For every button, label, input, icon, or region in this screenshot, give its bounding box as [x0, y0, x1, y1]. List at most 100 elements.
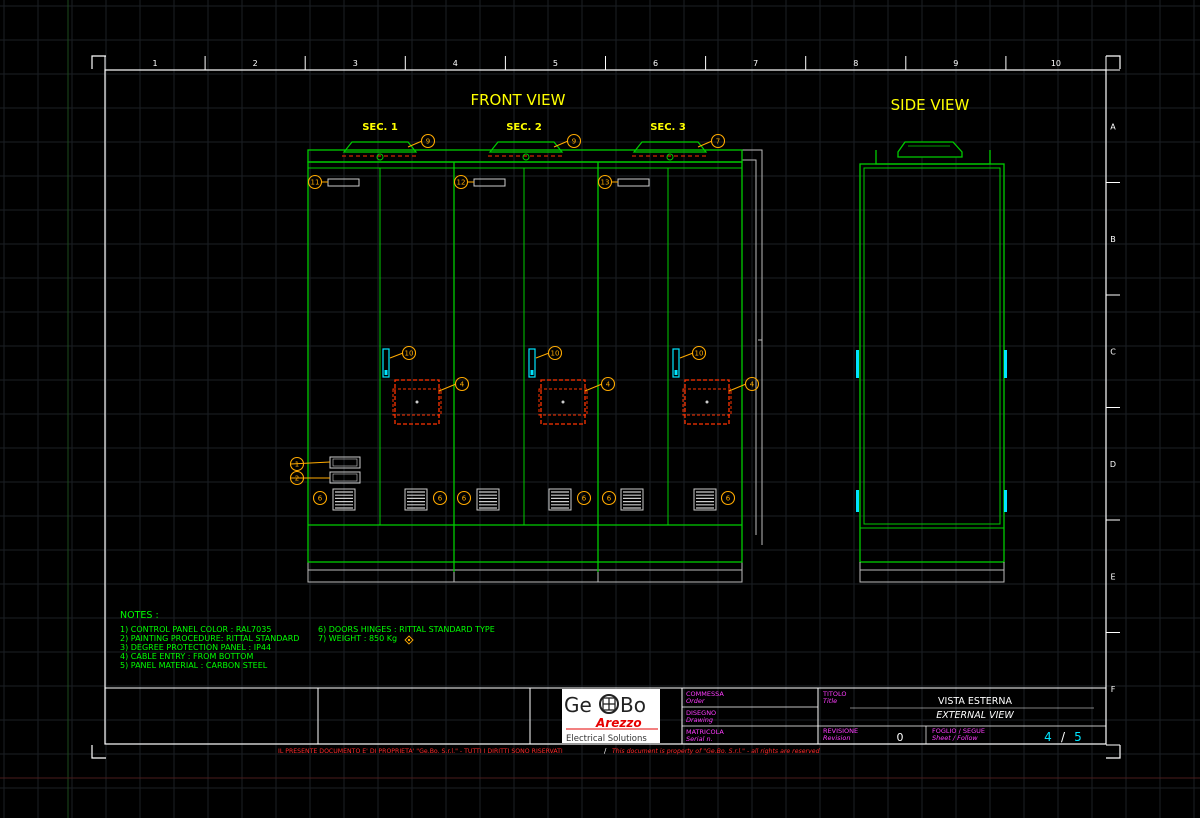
component-3 — [682, 379, 732, 425]
door-lock-icon — [674, 370, 678, 375]
row-label: C — [1110, 347, 1116, 356]
balloon-circle — [312, 490, 328, 506]
drawing-title-it: VISTA ESTERNA — [938, 696, 1012, 707]
front-view-title: FRONT VIEW — [470, 91, 565, 109]
balloon-label: 6 — [607, 495, 612, 503]
balloon-circle — [576, 490, 592, 506]
vent-grille-1 — [332, 488, 356, 511]
sheet-total: 5 — [1074, 730, 1082, 744]
vent-frame — [693, 488, 717, 511]
row-label: A — [1110, 122, 1116, 131]
balloon-label: 6 — [438, 495, 443, 503]
note-6: 6) DOORS HINGES : RITTAL STANDARD TYPE — [318, 625, 495, 634]
roof-fan-3 — [632, 141, 708, 161]
balloon-device-1: 1 — [289, 456, 331, 472]
column-label: 10 — [1051, 59, 1061, 68]
vent-frame — [332, 488, 356, 511]
balloon-label: 9 — [426, 138, 430, 146]
roof-fan-2 — [488, 141, 564, 161]
weight-symbol-icon — [404, 635, 414, 645]
balloon-leader — [389, 352, 404, 359]
balloon-roof-2: 9 — [553, 133, 582, 149]
balloon-vent-6: 6 — [720, 490, 736, 506]
logo-text-ge: Ge — [564, 693, 592, 717]
balloon-label: 12 — [457, 179, 466, 187]
corner-mark-tl — [91, 55, 106, 69]
component-inner — [682, 388, 732, 416]
balloon-leader — [535, 352, 550, 359]
front-body — [307, 161, 743, 563]
roof-fan-hood — [632, 141, 708, 153]
balloon-circle — [710, 133, 726, 149]
balloon-label: 13 — [601, 179, 610, 187]
balloon-circle — [420, 133, 436, 149]
balloon-label: 10 — [405, 350, 414, 358]
front-view-cabinet — [307, 149, 763, 583]
balloon-vent-4: 6 — [576, 490, 592, 506]
disclaimer-en: This document is property of "Ge.Bo. S.r… — [612, 747, 820, 755]
door-handle-1 — [382, 348, 390, 378]
column-label: 1 — [153, 59, 158, 68]
component-outline — [394, 379, 440, 425]
component-inner — [392, 388, 442, 416]
balloon-leader — [290, 461, 331, 465]
row-label: D — [1110, 460, 1116, 469]
field-matricola-sub: Serial n. — [686, 735, 713, 743]
row-label: E — [1110, 572, 1115, 581]
vent-frame — [620, 488, 644, 511]
roof-fan-hub — [376, 153, 384, 161]
component-2 — [538, 379, 588, 425]
corner-mark-tr — [1106, 55, 1121, 69]
revision-number: 0 — [897, 731, 904, 744]
column-label: 7 — [753, 59, 758, 68]
balloon-leader — [553, 140, 569, 148]
balloon-leader — [407, 140, 423, 148]
balloon-leader — [728, 383, 747, 392]
note-7: 7) WEIGHT : 850 Kg — [318, 634, 397, 643]
column-label: 6 — [653, 59, 658, 68]
balloon-label: 1 — [295, 461, 299, 469]
balloon-label: 10 — [695, 350, 704, 358]
vent-grille-2 — [404, 488, 428, 511]
balloon-component-2: 4 — [584, 376, 616, 392]
door-handle-2 — [528, 348, 536, 378]
front-side-profile — [742, 149, 763, 545]
balloon-label: 6 — [726, 495, 731, 503]
column-label: 5 — [553, 59, 558, 68]
front-plinth-outline — [307, 562, 743, 583]
roof-fan-hood — [342, 141, 418, 153]
note-3: 3) DEGREE PROTECTION PANEL : IP44 — [120, 643, 271, 652]
balloon-label: 2 — [295, 475, 299, 483]
roof-fan-hood — [488, 141, 564, 153]
logo-text-bo: Bo — [620, 693, 646, 717]
sheet-separator: / — [1061, 730, 1066, 744]
vent-grille-6 — [693, 488, 717, 511]
side-hinge-2 — [856, 490, 859, 512]
balloon-component-3: 4 — [728, 376, 760, 392]
balloon-label: 6 — [462, 495, 467, 503]
note-4: 4) CABLE ENTRY : FROM BOTTOM — [120, 652, 253, 661]
section-label-1: SEC. 1 — [362, 122, 398, 133]
row-label: F — [1111, 685, 1116, 694]
balloon-leader — [438, 383, 457, 392]
balloon-leader — [584, 383, 603, 392]
side-view-title: SIDE VIEW — [891, 96, 970, 114]
vent-frame — [404, 488, 428, 511]
balloon-leader — [697, 140, 713, 148]
balloon-roof-3: 7 — [697, 133, 726, 149]
disclaimer-it: IL PRESENTE DOCUMENTO E' DI PROPRIETA' "… — [278, 748, 563, 755]
balloon-circle — [601, 490, 617, 506]
balloon-handle-3: 10 — [679, 345, 707, 361]
field-commessa-sub: Order — [686, 697, 706, 705]
balloon-label: 6 — [582, 495, 587, 503]
vent-grilles — [332, 488, 717, 511]
balloon-circle — [289, 470, 305, 486]
component-outline — [684, 379, 730, 425]
component-center — [705, 400, 709, 404]
balloon-vent-5: 6 — [601, 490, 617, 506]
logo-emblem-icon — [599, 694, 619, 714]
